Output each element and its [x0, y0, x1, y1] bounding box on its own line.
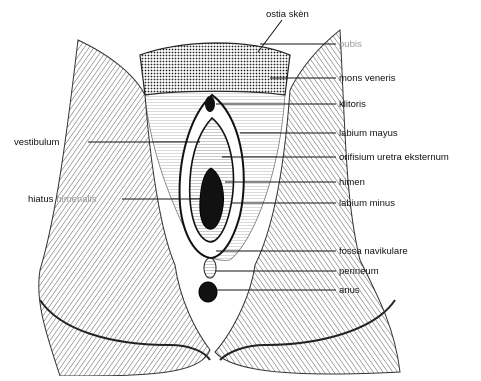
- label-klitoris: klitoris: [339, 99, 366, 110]
- label-ostia-sken: ostia skèn: [266, 9, 309, 20]
- label-hiatus-suffix: himenalis: [56, 194, 96, 205]
- label-hiatus-himenalis: hiatushimenalis: [28, 194, 97, 205]
- anus-shape: [199, 282, 217, 302]
- label-mons-veneris: mons veneris: [339, 73, 396, 84]
- label-perineum: perineum: [339, 266, 379, 277]
- label-labium-minus: labium minus: [339, 198, 395, 209]
- clitoris-shape: [205, 96, 215, 112]
- label-pubis: pubis: [339, 39, 362, 50]
- label-labium-mayus: labium mayus: [339, 128, 398, 139]
- mons-pubis-shape: [140, 43, 290, 95]
- label-orifisium: orifisium uretra eksternum: [339, 152, 449, 163]
- label-fossa-navikulare: fossa navikulare: [339, 246, 408, 257]
- perineum-shape: [204, 258, 216, 278]
- label-hiatus-prefix: hiatus: [28, 194, 54, 205]
- label-himen: himen: [339, 177, 365, 188]
- label-vestibulum: vestibulum: [14, 137, 59, 148]
- leader-ostia-sken: [258, 20, 282, 52]
- label-anus: anus: [339, 285, 360, 296]
